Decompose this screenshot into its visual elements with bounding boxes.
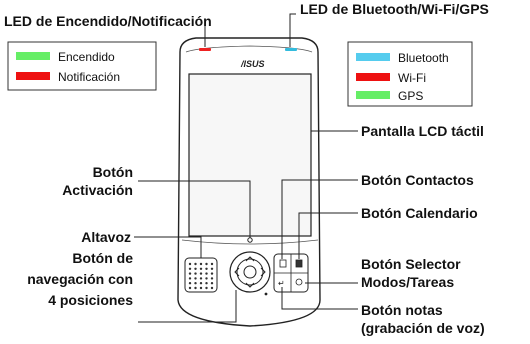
legend-wireless: Bluetooth Wi-Fi GPS xyxy=(347,41,473,107)
nav-down-icon xyxy=(245,282,255,288)
label-speaker: Altavoz xyxy=(81,229,131,245)
speaker-hole xyxy=(188,272,192,275)
speaker-hole xyxy=(188,277,192,280)
label-screen: Pantalla LCD táctil xyxy=(361,123,484,139)
legend-swatch-wifi xyxy=(356,73,390,81)
speaker-hole xyxy=(194,267,197,270)
label-calendar: Botón Calendario xyxy=(361,205,478,221)
speaker-hole xyxy=(205,262,208,266)
leader-lines xyxy=(134,13,358,323)
label-led-wireless: LED de Bluetooth/Wi-Fi/GPS xyxy=(300,1,489,17)
label-selector-1: Botón Selector xyxy=(361,256,461,272)
speaker-hole xyxy=(194,286,197,290)
speaker-hole xyxy=(210,262,214,266)
speaker-hole xyxy=(188,282,192,285)
pda-device: /ISUS ↵ xyxy=(177,37,321,327)
speaker-hole xyxy=(188,262,192,266)
speaker-hole xyxy=(205,286,208,290)
label-nav-1: Botón de xyxy=(72,250,133,266)
speaker-hole xyxy=(194,272,197,275)
label-activation-1: Botón xyxy=(93,164,133,180)
speaker-hole xyxy=(199,277,203,280)
legend-power: Encendido Notificación xyxy=(7,41,157,91)
calendar-button[interactable] xyxy=(295,259,303,268)
speaker-hole xyxy=(210,272,214,275)
label-notes-1: Botón notas xyxy=(361,302,443,318)
legend-label-wifi: Wi-Fi xyxy=(398,71,426,85)
speaker-hole xyxy=(199,272,203,275)
speaker-hole xyxy=(199,262,203,266)
speaker-grille xyxy=(188,262,214,290)
nav-up-icon xyxy=(245,256,255,262)
speaker-hole xyxy=(199,267,203,270)
activation-button[interactable] xyxy=(247,237,253,243)
speaker-hole xyxy=(188,267,192,270)
legend-swatch-bluetooth xyxy=(356,53,390,61)
led-power xyxy=(199,48,211,51)
nav-pad-center[interactable] xyxy=(243,265,257,279)
legend-swatch-encendido xyxy=(16,52,50,60)
label-contacts: Botón Contactos xyxy=(361,172,474,188)
speaker-hole xyxy=(199,286,203,290)
nav-right-icon xyxy=(260,267,266,277)
label-notes-2: (grabación de voz) xyxy=(361,320,485,336)
speaker-hole xyxy=(205,277,208,280)
speaker-hole xyxy=(205,282,208,285)
legend-label-gps: GPS xyxy=(398,89,423,103)
legend-label-notificacion: Notificación xyxy=(58,70,120,84)
label-selector-2: Modos/Tareas xyxy=(361,274,454,290)
legend-label-bluetooth: Bluetooth xyxy=(398,51,449,65)
label-nav-2: navegación con xyxy=(27,271,133,287)
speaker-hole xyxy=(210,277,214,280)
speaker-hole xyxy=(194,262,197,266)
speaker-hole xyxy=(194,277,197,280)
label-nav-3: 4 posiciones xyxy=(48,292,133,308)
speaker-hole xyxy=(194,282,197,285)
speaker-hole xyxy=(188,286,192,290)
speaker-hole xyxy=(205,267,208,270)
speaker-hole xyxy=(205,272,208,275)
label-led-power: LED de Encendido/Notificación xyxy=(4,13,212,29)
legend-swatch-gps xyxy=(356,91,390,99)
led-wireless xyxy=(285,48,297,51)
legend-swatch-notificacion xyxy=(16,72,50,80)
contacts-button[interactable] xyxy=(279,259,287,268)
notes-mic-icon[interactable]: ↵ xyxy=(278,279,285,288)
label-activation-2: Activación xyxy=(62,182,133,198)
speaker-hole xyxy=(210,282,214,285)
legend-label-encendido: Encendido xyxy=(58,50,115,64)
speaker-hole xyxy=(210,267,214,270)
nav-left-icon xyxy=(234,267,240,277)
selector-button[interactable] xyxy=(295,278,303,286)
brand-logo: /ISUS xyxy=(240,59,265,69)
speaker-hole xyxy=(199,282,203,285)
speaker-hole xyxy=(210,286,214,290)
